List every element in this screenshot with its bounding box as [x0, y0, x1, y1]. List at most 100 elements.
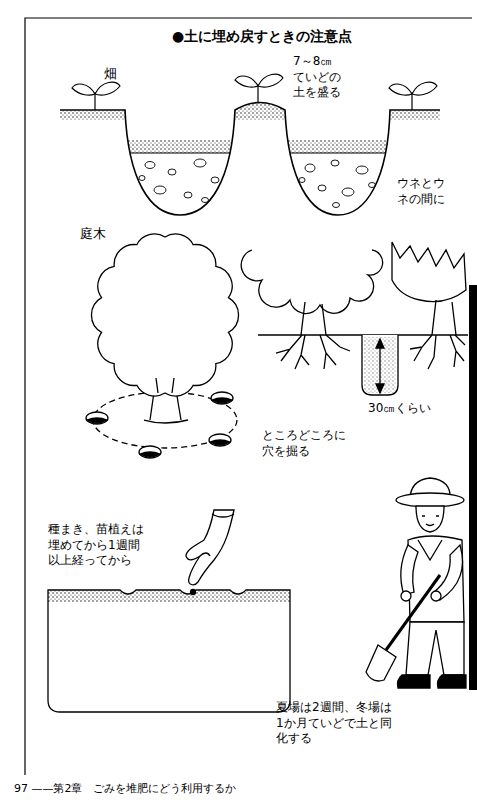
ridge-note: ウネとウ ネの間に [397, 176, 451, 207]
gardener-part [438, 675, 467, 688]
field-section-part-part [120, 140, 240, 153]
dug-hole-part [210, 440, 230, 445]
compost-stones-part [211, 177, 219, 183]
soil-box [48, 590, 290, 712]
garden-tree-part [91, 234, 238, 396]
hole-note: ところどころに 穴を掘る [262, 428, 353, 459]
seedling [72, 74, 437, 110]
dug-hole-part [87, 418, 107, 423]
compost-stones-part [305, 164, 315, 172]
field-section-part [235, 103, 285, 121]
field-section-part [390, 110, 440, 120]
hand-part [186, 510, 234, 585]
label-holder: ウネとウ ネの間に [397, 176, 451, 207]
garden-tree-part [93, 392, 237, 448]
seedling-part [258, 74, 283, 87]
gardener-part [422, 516, 439, 526]
label-holder: 7～8㎝ ていどの 土を盛る [293, 54, 347, 101]
compost-stones-part [194, 159, 206, 167]
garden-tree-part [156, 378, 174, 393]
seedling-part [72, 84, 95, 95]
gardener [366, 478, 466, 688]
dug-hole-part [212, 398, 232, 403]
planting-note: 種まき、苗植えは 埋めてから1週間 以上経ってから [48, 522, 151, 569]
field-section [60, 74, 440, 215]
tree-label: 庭木 [80, 226, 112, 243]
page-frame-part [25, 18, 472, 775]
compost-stones-part [342, 188, 354, 196]
gardener-part [401, 591, 411, 601]
field-section-part [60, 103, 440, 216]
label-holder: 30㎝くらい [368, 401, 447, 417]
field-section-part-part [120, 153, 240, 154]
compost-stones-part [299, 178, 305, 183]
gardener-part [416, 506, 444, 532]
hand-part [191, 590, 196, 595]
dug-hole-part [140, 452, 160, 457]
gardener-part [398, 675, 431, 688]
root-section-part [410, 335, 465, 369]
gardener-part [418, 540, 442, 560]
compost-stones-part [356, 166, 368, 174]
compost-stones-part [331, 160, 339, 166]
soil-box-part [48, 590, 290, 602]
field-section-part [280, 140, 400, 153]
page-edge-bar [469, 285, 477, 690]
label-holder: 庭木 [80, 226, 112, 243]
root-section-part [379, 345, 380, 387]
dug-hole-part [211, 392, 233, 404]
label-holder: 97 ——第2章 ごみを堆肥にどう利用するか [14, 782, 237, 796]
hand-part [212, 514, 234, 517]
field-section-part [60, 110, 126, 120]
compost-stones-part [318, 185, 326, 191]
compost-stones-part [145, 162, 155, 169]
hand [186, 510, 234, 595]
title-holder: ●土に埋め戻すときの注意点 [172, 27, 352, 45]
root-section-part [392, 242, 466, 302]
root-section-part [301, 302, 326, 335]
hole-depth: 30㎝くらい [368, 401, 447, 417]
hand-part [200, 553, 210, 556]
soil-box-part [48, 590, 290, 712]
label-holder: 夏場は2週間、冬場は 1か月ていどで土と同 化する [276, 700, 404, 747]
root-section [241, 242, 468, 395]
label-holder: 畑 [104, 66, 123, 83]
gardener-part [406, 622, 464, 675]
root-section-part [362, 335, 398, 395]
soil-depth-note: 7～8㎝ ていどの 土を盛る [293, 54, 347, 101]
root-section-part [364, 337, 396, 393]
root-section-part [241, 250, 382, 314]
page-frame [25, 18, 472, 775]
seedling-part [389, 84, 412, 95]
gardener-part [431, 591, 441, 601]
seedling-part [412, 82, 437, 95]
field-section-part-part [280, 153, 400, 154]
dug-hole-part [86, 412, 108, 424]
field-label: 畑 [104, 66, 123, 83]
compost-stones-part [333, 203, 340, 208]
gardener-part [366, 645, 396, 681]
dug-hole-part [139, 446, 161, 458]
compost-stones [139, 159, 376, 208]
dug-hole [86, 392, 233, 458]
root-section-part [432, 300, 456, 335]
diagram-title: ●土に埋め戻すときの注意点 [172, 27, 352, 45]
label-holder: ところどころに 穴を掘る [262, 428, 353, 459]
field-section-part [120, 140, 240, 153]
compost-stones-part [154, 186, 166, 194]
label-holder: 種まき、苗植えは 埋めてから1週間 以上経ってから [48, 522, 151, 569]
soil-box-part-part [48, 590, 290, 602]
garden-tree [86, 234, 239, 458]
root-section-part [276, 335, 350, 369]
gardener-part [401, 545, 418, 595]
compost-stones-part [184, 192, 192, 198]
root-section-part [376, 339, 384, 393]
gardener-part [396, 493, 464, 507]
seedling-part [235, 76, 258, 87]
field-section-part-part [280, 140, 400, 153]
page-footer: 97 ——第2章 ごみを堆肥にどう利用するか [14, 782, 237, 796]
compost-stones-part [168, 169, 176, 175]
gardener-part [386, 575, 440, 650]
